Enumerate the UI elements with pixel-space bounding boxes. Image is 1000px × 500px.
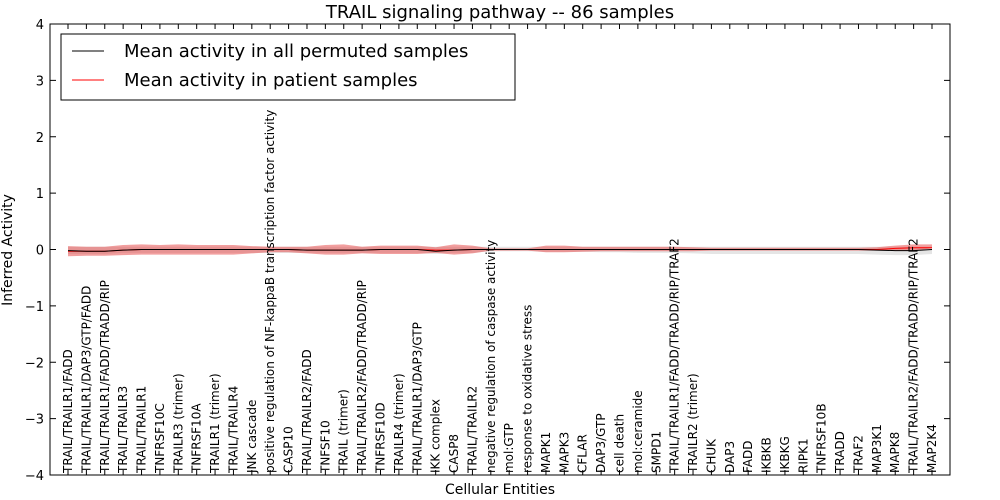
legend: Mean activity in all permuted samples Me… [60, 33, 516, 101]
category-label: TRAIL/TRAILR2/FADD [300, 349, 314, 474]
category-label: TRAILR2 (trimer) [686, 373, 700, 474]
legend-label-patient: Mean activity in patient samples [124, 70, 418, 91]
chart-title: TRAIL signaling pathway -- 86 samples [325, 2, 674, 23]
category-label: MAP2K4 [925, 424, 939, 473]
category-label: CASP10 [282, 426, 296, 473]
category-label: TRAIL/TRAILR1/FADD/TRADD/RIP/TRAF2 [668, 238, 682, 474]
category-label: TRAIL/TRAILR2 [465, 386, 479, 474]
legend-label-permuted: Mean activity in all permuted samples [124, 41, 468, 62]
category-label: mol:GTP [502, 423, 516, 473]
category-label: TNFRSF10D [374, 402, 388, 474]
category-label: TRAIL/TRAILR3 [116, 386, 130, 474]
y-tick-label: 3 [36, 74, 44, 89]
category-label: TRAIL (trimer) [337, 389, 351, 474]
category-label: CHUK [704, 438, 718, 473]
category-label: MAPK3 [557, 432, 571, 473]
category-label: TRAIL/TRAILR1 [135, 386, 149, 474]
y-tick-label: 1 [36, 187, 44, 202]
category-label: negative regulation of caspase activity [484, 240, 498, 473]
confidence-bands [68, 244, 932, 257]
category-label: mol:ceramide [631, 390, 645, 473]
category-label: FADD [741, 441, 755, 474]
category-label: TRAIL/TRAILR1/DAP3/GTP/FADD [79, 286, 93, 474]
category-label: TRAIL/TRAILR1/DAP3/GTP [410, 322, 424, 474]
category-label: response to oxidative stress [521, 305, 535, 473]
category-label: TRAIL/TRAILR1/FADD [61, 349, 75, 474]
y-tick-label: −1 [25, 300, 44, 315]
category-label: TRAILR4 (trimer) [392, 373, 406, 474]
category-label: CFLAR [576, 434, 590, 473]
y-axis-title: Inferred Activity [0, 194, 16, 306]
y-tick-label: −3 [25, 413, 44, 428]
category-label: DAP3 [723, 441, 737, 473]
category-label: TRAIL/TRAILR4 [226, 386, 240, 474]
category-label: TRAIL/TRAILR2/FADD/TRADD/RIP [355, 280, 369, 474]
category-label: JNK cascade [245, 400, 259, 474]
category-label: MAP3K1 [870, 424, 884, 473]
x-axis-title: Cellular Entities [445, 482, 555, 498]
category-label: IKBKG [778, 436, 792, 473]
y-tick-label: −2 [25, 356, 44, 371]
y-tick-label: 0 [36, 244, 44, 259]
legend-box [60, 33, 516, 101]
category-labels: TRAIL/TRAILR1/FADD TRAIL/TRAILR1/DAP3/GTP… [61, 110, 939, 474]
category-label: TRAF2 [851, 435, 865, 474]
category-label: TRAIL/TRAILR1/FADD/TRADD/RIP [98, 280, 112, 474]
series-lines [67, 247, 933, 252]
category-label: TRAIL/TRAILR2/FADD/TRADD/RIP/TRAF2 [907, 238, 921, 474]
y-tick-label: 4 [36, 18, 44, 33]
category-label: TNFSF10 [318, 420, 332, 474]
category-label: TRADD [833, 431, 847, 474]
category-label: CASP8 [447, 434, 461, 473]
category-label: TRAILR3 (trimer) [171, 373, 185, 474]
category-label: positive regulation of NF-kappaB transcr… [263, 110, 277, 473]
y-tick-label: −4 [25, 469, 44, 484]
category-label: RIPK1 [796, 438, 810, 473]
category-label: MAPK1 [539, 432, 553, 473]
y-axis-ticks: −4 −3 −2 −1 0 1 2 3 4 [25, 18, 950, 484]
series-line-1 [67, 249, 933, 252]
category-label: MAPK8 [888, 432, 902, 473]
category-label: TRAILR1 (trimer) [208, 373, 222, 474]
category-label: TNFRSF10A [190, 403, 204, 474]
band-series-2 [68, 244, 932, 257]
category-label: SMPD1 [649, 431, 663, 473]
y-tick-label: 2 [36, 131, 44, 146]
category-label: IKK complex [429, 399, 443, 473]
category-label: IKBKB [760, 437, 774, 473]
category-label: TNFRSF10B [815, 403, 829, 474]
category-label: DAP3/GTP [594, 413, 608, 473]
category-label: cell death [612, 414, 626, 473]
category-label: TNFRSF10C [153, 403, 167, 474]
